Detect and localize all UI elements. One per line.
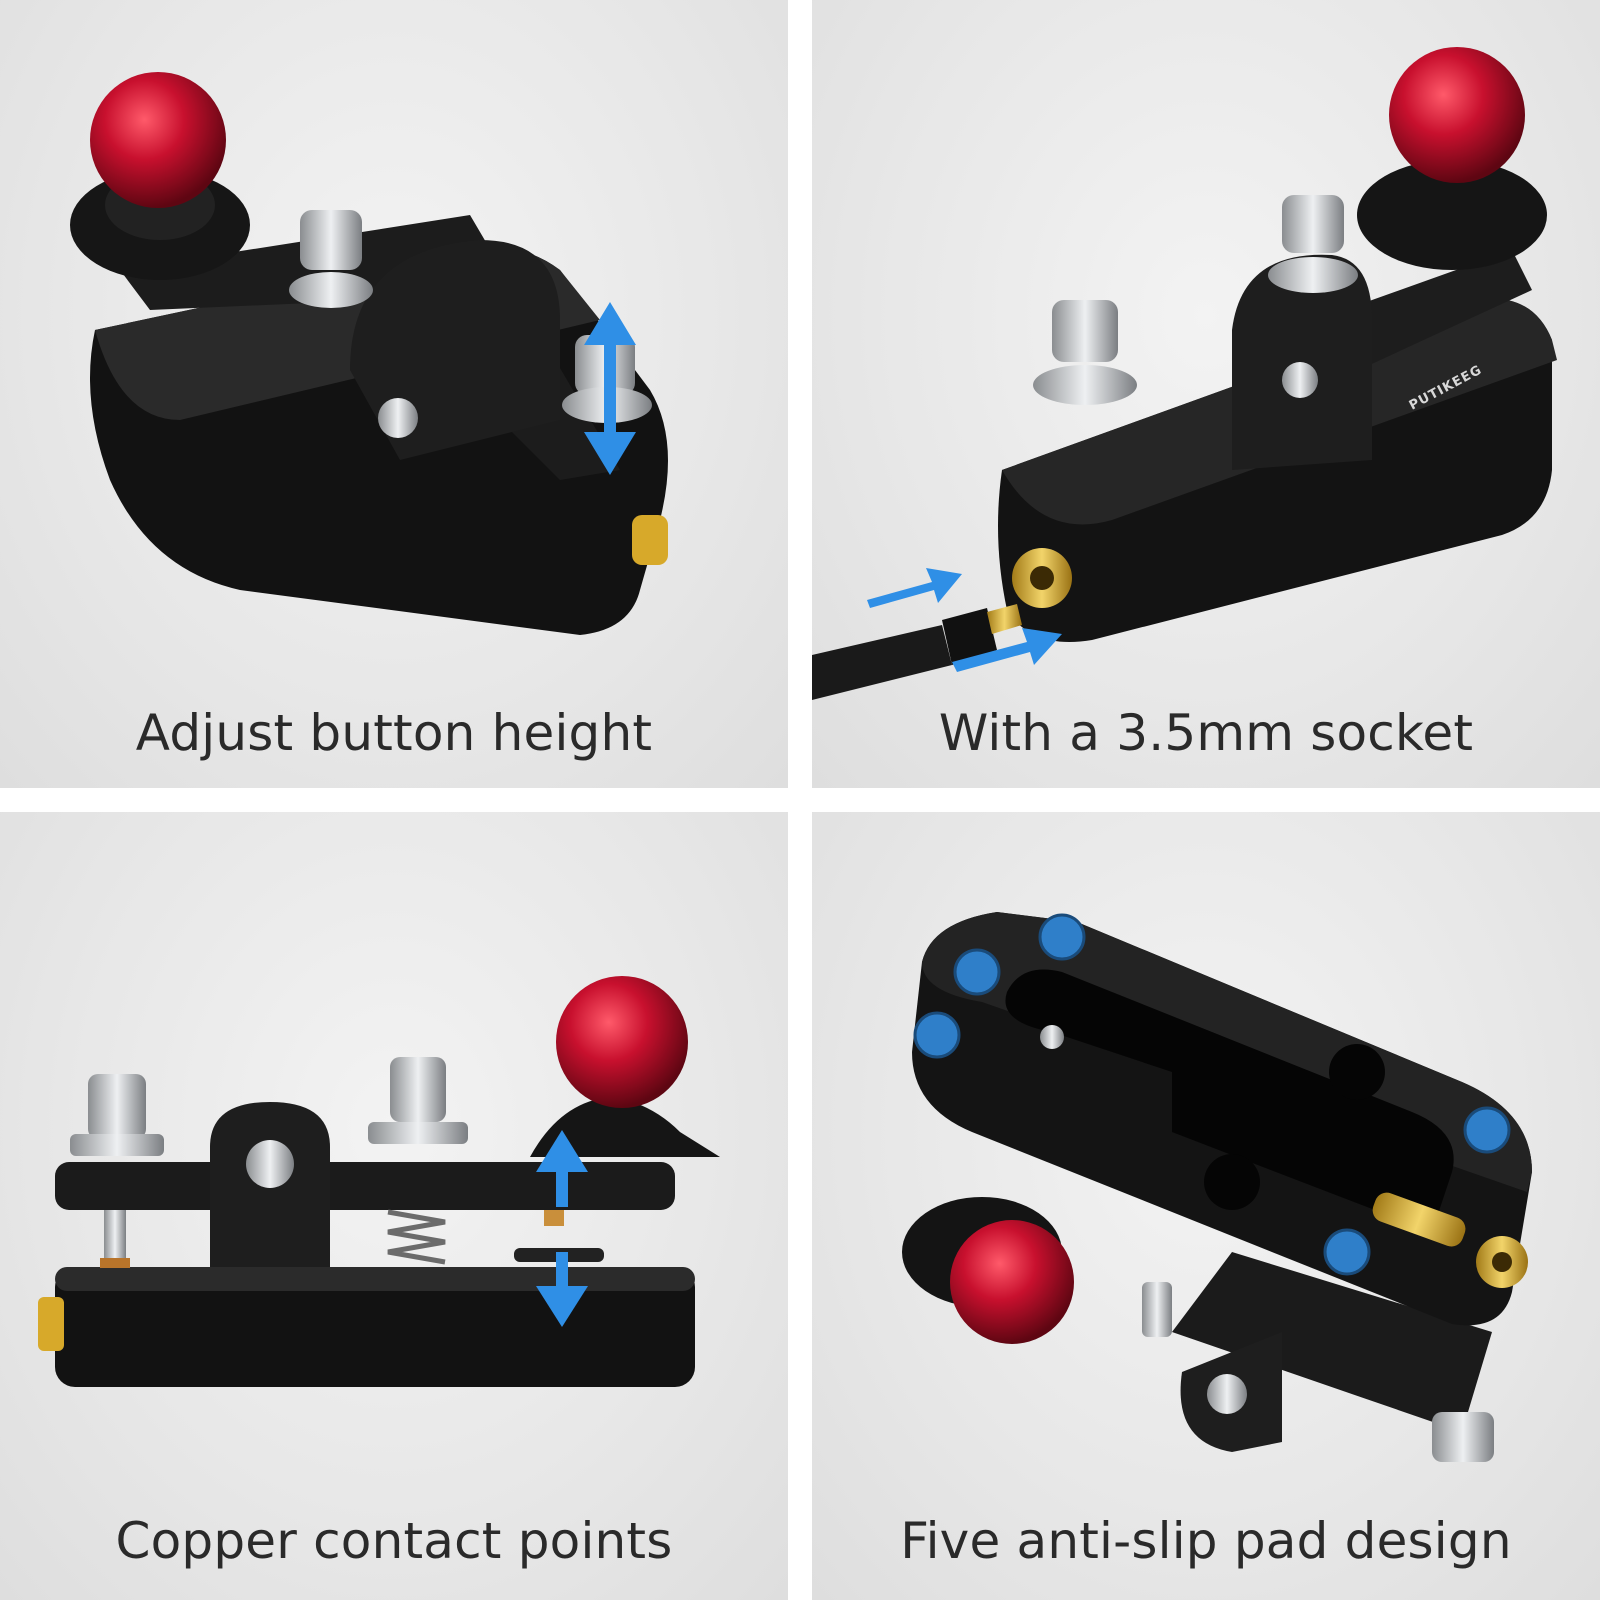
caption-adjust-height: Adjust button height xyxy=(135,704,653,762)
insert-arrow-icon xyxy=(867,568,1062,672)
brass-jack-icon xyxy=(632,515,668,565)
anti-slip-pad xyxy=(1323,1228,1371,1276)
panel-socket: PUTIKEEG xyxy=(812,0,1600,788)
pivot-screw-icon xyxy=(1207,1374,1247,1414)
red-knob xyxy=(1389,47,1525,183)
anti-slip-pad xyxy=(1038,913,1086,961)
pivot-screw-icon xyxy=(378,398,418,438)
caption-copper-contacts: Copper contact points xyxy=(115,1512,673,1570)
brass-jack-icon xyxy=(38,1297,64,1351)
pivot-screw-icon xyxy=(246,1140,294,1188)
morse-key-angled-view xyxy=(70,72,668,635)
morse-key-side-view xyxy=(38,976,720,1387)
double-arrow-vertical-icon xyxy=(584,302,636,475)
caption-socket: With a 3.5mm socket xyxy=(938,704,1474,762)
anti-slip-pads xyxy=(913,913,1511,1276)
panel-adjust-height: Adjust button height xyxy=(0,0,788,788)
red-knob xyxy=(556,976,688,1108)
panel-copper-contacts: Copper contact points xyxy=(0,812,788,1600)
anti-slip-pad xyxy=(1463,1106,1511,1154)
spring-icon xyxy=(387,1209,446,1265)
red-knob xyxy=(90,72,226,208)
anti-slip-pad xyxy=(913,1011,961,1059)
double-arrow-vertical-icon xyxy=(536,1130,588,1327)
caption-anti-slip-pads: Five anti-slip pad design xyxy=(900,1512,1512,1570)
anti-slip-pad xyxy=(953,948,1001,996)
red-knob xyxy=(950,1220,1074,1344)
panel-anti-slip-pads: Five anti-slip pad design xyxy=(812,812,1600,1600)
morse-key-underside-view xyxy=(902,912,1532,1462)
morse-key-socket-view: PUTIKEEG xyxy=(812,47,1557,700)
pivot-screw-icon xyxy=(1282,362,1318,398)
